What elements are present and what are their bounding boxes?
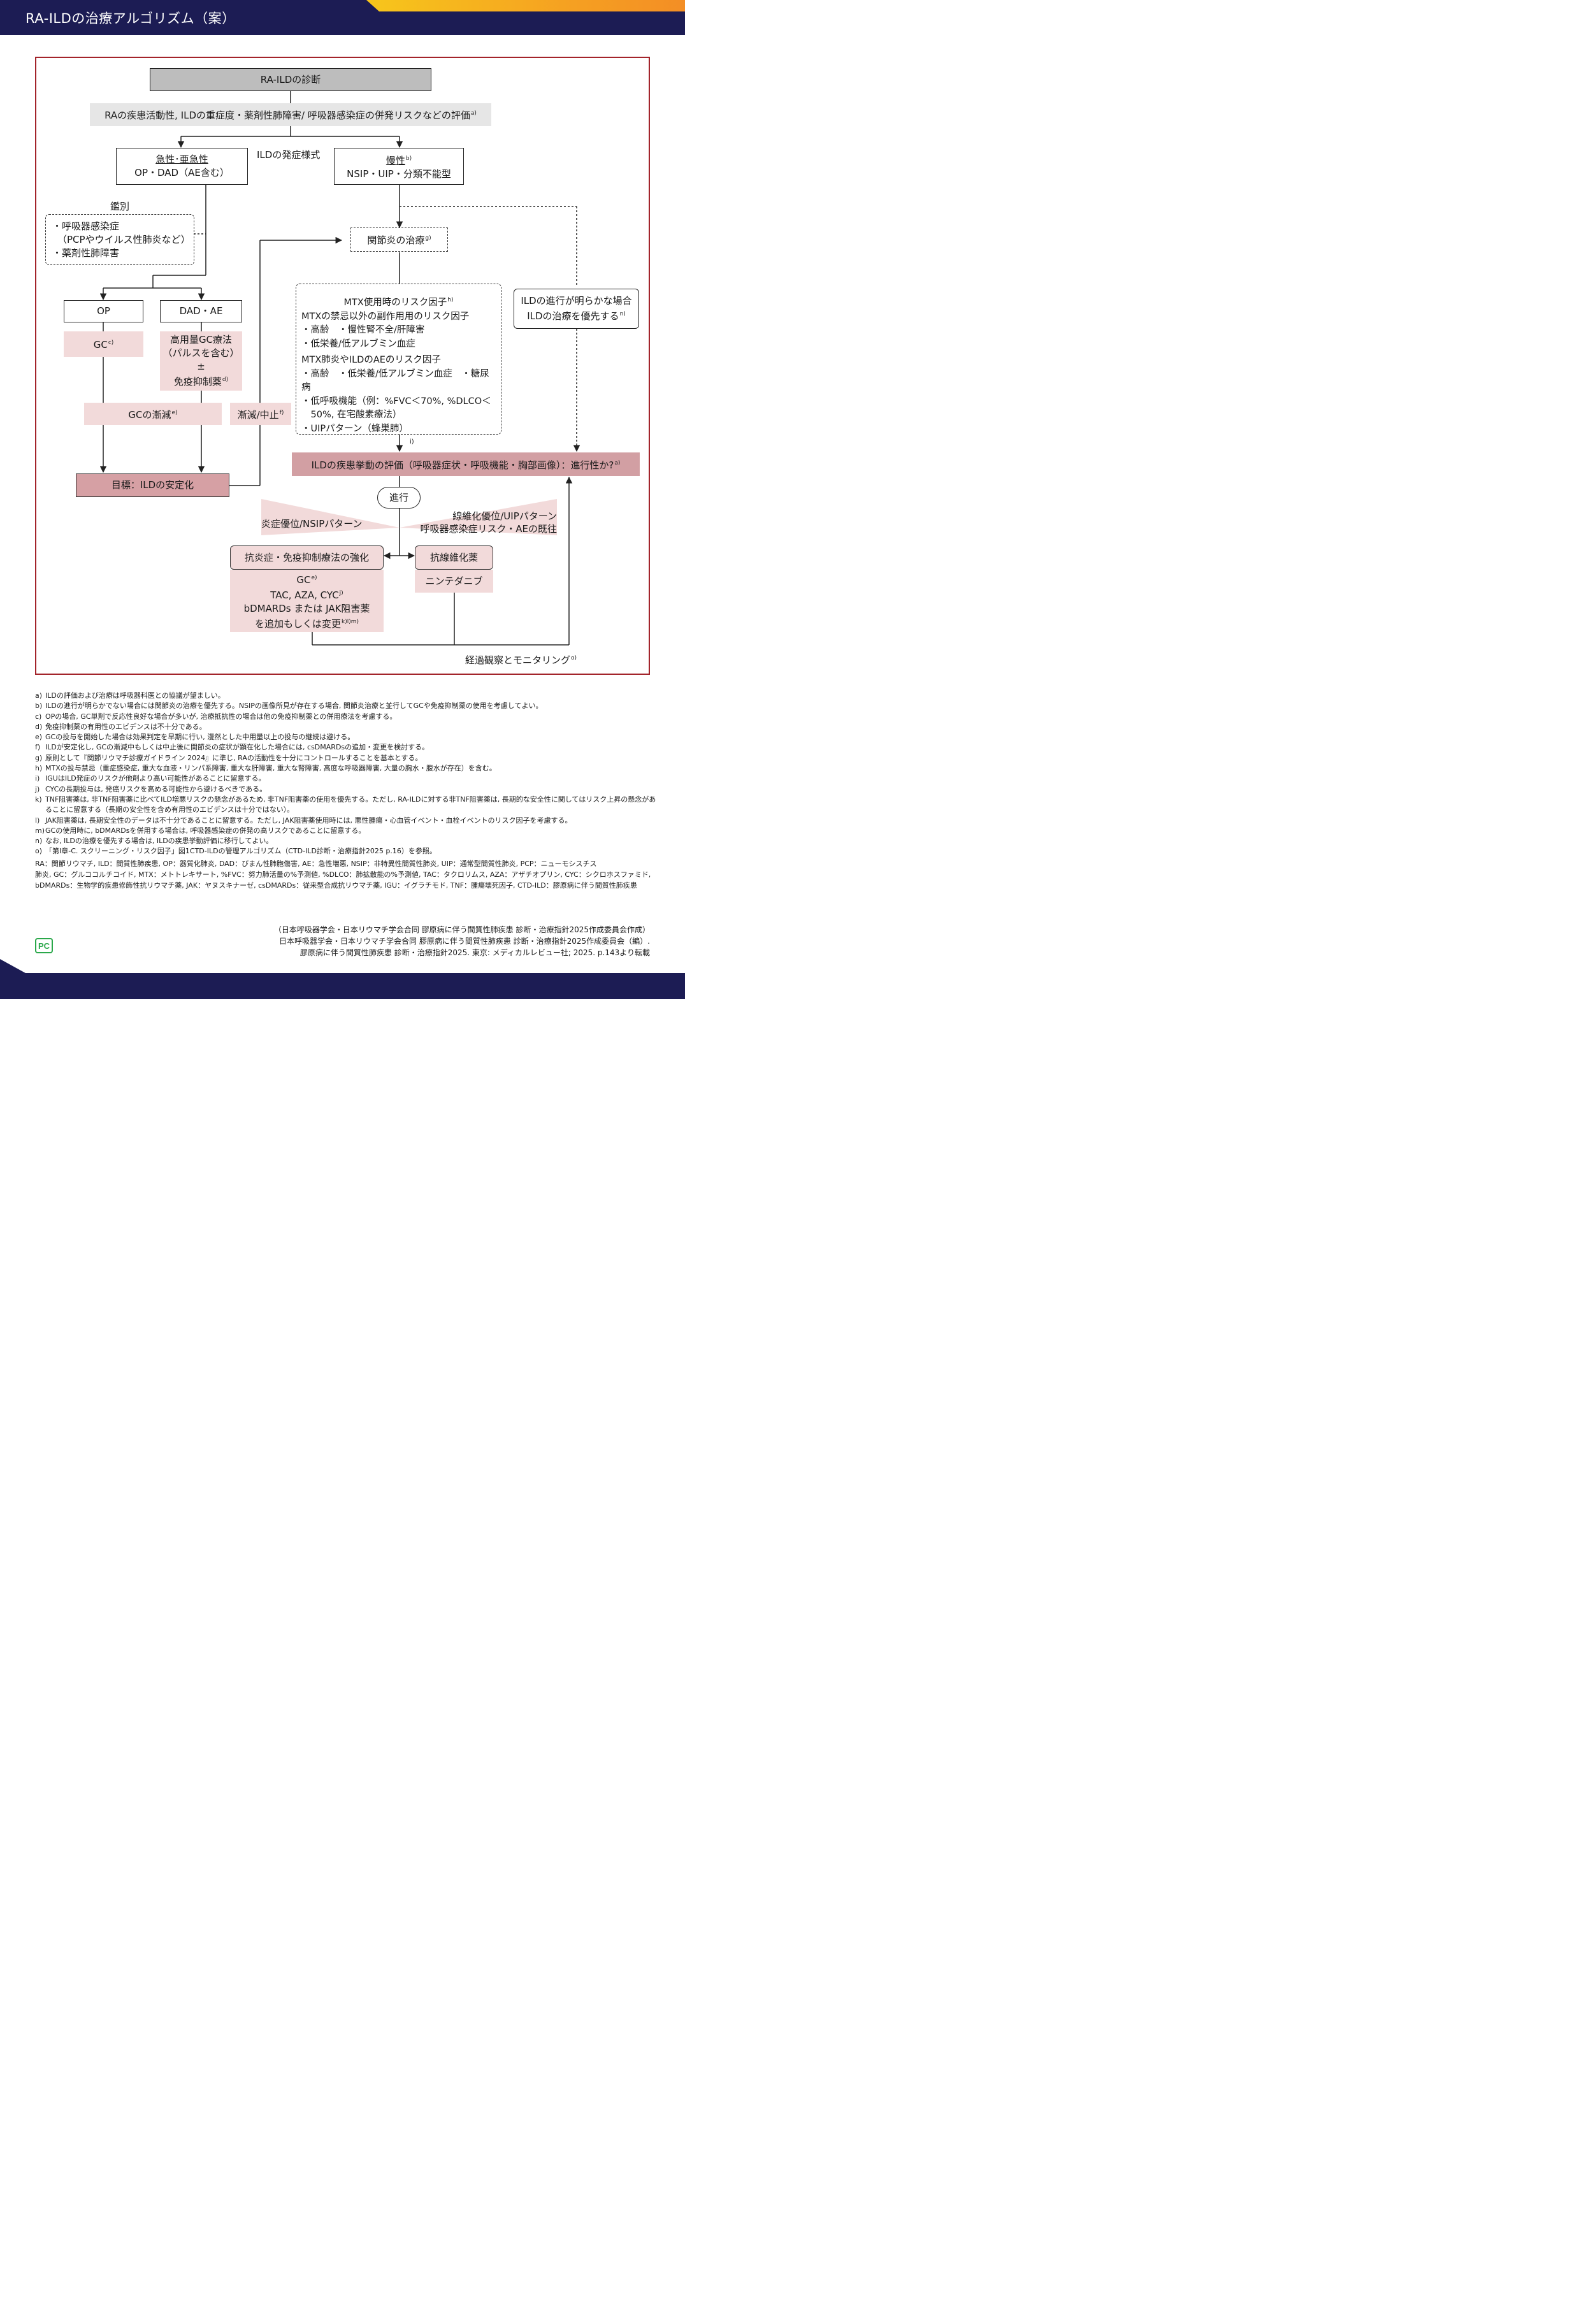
footnote: a)ILDの評価および治療は呼吸器科医との協議が望ましい。 — [35, 691, 225, 700]
dad-ae-box: DAD・AE — [160, 300, 242, 322]
footer-corner — [0, 959, 25, 973]
onset-label: ILDの発症様式 — [257, 149, 321, 161]
footnote: f)ILDが安定化し, GCの漸減中もしくは中止後に関節炎の症状が顕在化した場合… — [35, 743, 429, 752]
header-accent-stripe — [366, 0, 685, 11]
footnote: n)なお, ILDの治療を優先する場合は, ILDの疾患挙動評価に移行してよい。 — [35, 837, 273, 846]
arthritis-treatment-box: 関節炎の治療g) — [350, 227, 448, 252]
anti-inflammatory-box: 抗炎症・免疫抑制療法の強化 — [230, 545, 384, 570]
anti-fibrotic-box: 抗線維化薬 — [415, 545, 493, 570]
evaluation-box: RAの疾患活動性, ILDの重症度・薬剤性肺障害/ 呼吸器感染症の併発リスクなど… — [90, 103, 491, 126]
diagnosis-box: RA-ILDの診断 — [150, 68, 431, 91]
algorithm-frame — [35, 57, 650, 675]
publisher-logo: PC — [35, 938, 53, 953]
differential-box: ・呼吸器感染症 （PCPやウイルス性肺炎など） ・薬剤性肺障害 — [45, 214, 194, 265]
differential-label: 鑑別 — [110, 201, 130, 212]
progress-node: 進行 — [377, 487, 421, 509]
page-footer — [0, 973, 685, 999]
fibrosis-label: 線維化優位/UIPパターン 呼吸器感染症リスク・AEの既往 — [420, 510, 557, 535]
footnote: k)TNF阻害薬は, 非TNF阻害薬に比べてILD増悪リスクの懸念があるため, … — [35, 795, 656, 814]
footnote: o)「第Ⅰ章-C. スクリーニング・リスク因子」図1CTD-ILDの管理アルゴリ… — [35, 847, 436, 856]
footnote: g)原則として『関節リウマチ診療ガイドライン 2024』に準じ, RAの活動性を… — [35, 753, 422, 762]
high-dose-gc-box: 高用量GC療法 （パルスを含む） ± 免疫抑制薬d) — [160, 331, 242, 391]
gc-taper-box: GCの漸減e) — [84, 403, 222, 425]
gc-box: GCc) — [64, 331, 143, 357]
footnote: e)GCの投与を開始した場合は効果判定を早期に行い, 漫然とした中用量以上の投与… — [35, 733, 355, 742]
footnote: j)CYCの長期投与は, 発癌リスクを高める可能性から避けるべきである。 — [35, 784, 267, 793]
flow-connectors — [99, 90, 580, 646]
page-header: RA-ILDの治療アルゴリズム（案） — [0, 0, 685, 35]
footnote: d)免疫抑制薬の有用性のエビデンスは不十分である。 — [35, 722, 206, 731]
chronic-box: 慢性b) NSIP・UIP・分類不能型 — [334, 148, 464, 185]
footnote: m)GCの使用時に, bDMARDsを併用する場合は, 呼吸器感染症の併発の高リ… — [35, 826, 366, 835]
target-box: 目標：ILDの安定化 — [76, 473, 229, 497]
anti-inflammatory-drugs-box: GCe) TAC, AZA, CYCj) bDMARDs または JAK阻害薬 … — [230, 570, 384, 632]
ild-priority-box: ILDの進行が明らかな場合 ILDの治療を優先するn) — [514, 289, 639, 329]
mtx-risk-box: MTX使用時のリスク因子h) MTXの禁忌以外の副作用用のリスク因子 ・高齢 ・… — [296, 284, 501, 435]
inflammation-label: 炎症優位/NSIPパターン — [261, 518, 363, 530]
op-box: OP — [64, 300, 143, 322]
footnote: l)JAK阻害薬は, 長期安全性のデータは不十分であることに留意する。ただし, … — [35, 816, 572, 825]
progression-eval-box: ILDの疾患挙動の評価（呼吸器症状・呼吸機能・胸部画像）：進行性か?a) — [292, 452, 640, 476]
abbreviations: RA：関節リウマチ, ILD：間質性肺疾患, OP：器質化肺炎, DAD：びまん… — [35, 860, 651, 890]
monitoring-label: 経過観察とモニタリングo) — [465, 654, 577, 666]
source-citation: （日本呼吸器学会・日本リウマチ学会合同 膠原病に伴う間質性肺疾患 診断・治療指針… — [273, 925, 650, 957]
footnotes: a)ILDの評価および治療は呼吸器科医との協議が望ましい。 b)ILDの進行が明… — [35, 691, 656, 857]
page-title: RA-ILDの治療アルゴリズム（案） — [25, 11, 236, 26]
acute-box: 急性･亜急性 OP・DAD（AE含む） — [116, 148, 248, 185]
nintedanib-box: ニンテダニブ — [415, 570, 493, 593]
taper-stop-box: 漸減/中止f) — [230, 403, 291, 425]
footnote: c)OPの場合, GC単剤で反応性良好な場合が多いが, 治療抵抗性の場合は他の免… — [35, 712, 397, 721]
note-i-mark: i) — [410, 438, 414, 445]
footnote: h)MTXの投与禁忌（重症感染症, 重大な血液・リンパ系障害, 重大な肝障害, … — [35, 764, 496, 773]
footnote: i)IGUはILD発症のリスクが他剤より高い可能性があることに留意する。 — [35, 774, 266, 783]
footnote: b)ILDの進行が明らかでない場合には関節炎の治療を優先する。NSIPの画像所見… — [35, 702, 543, 711]
